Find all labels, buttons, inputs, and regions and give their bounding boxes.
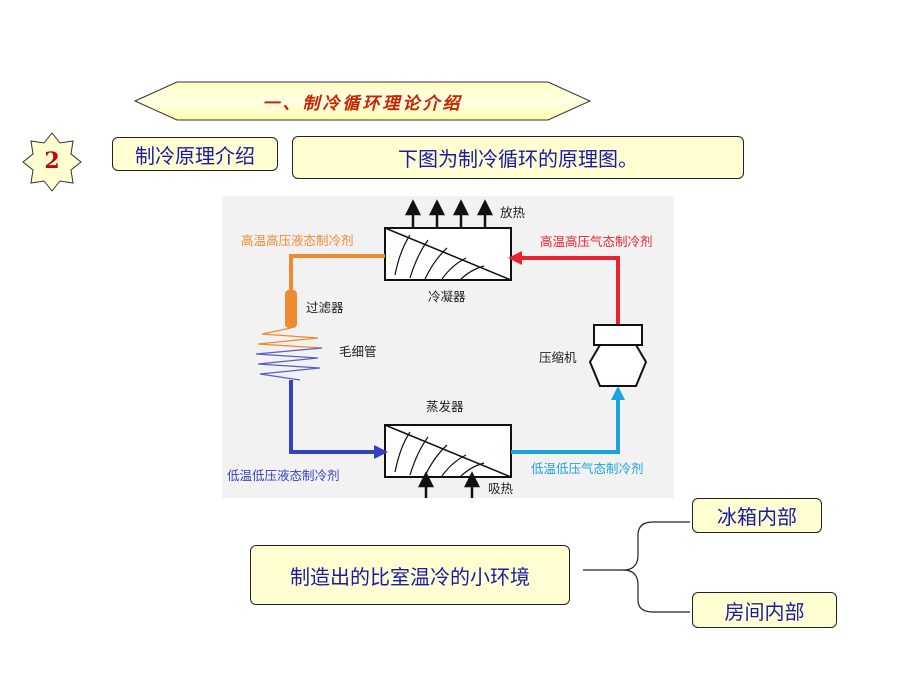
compressor-label: 压缩机 — [539, 350, 577, 365]
badge-shape — [22, 132, 82, 192]
cold-liquid-pipe — [289, 380, 376, 454]
heat-release-label: 放热 — [500, 205, 526, 220]
hot-liquid-pipe — [289, 254, 385, 292]
section-label-box: 制冷原理介绍 — [112, 137, 278, 171]
compressor-unit — [588, 324, 648, 387]
cold-environment-box: 制造出的比室温冷的小环境 — [250, 545, 570, 605]
branch-fridge-box: 冰箱内部 — [692, 498, 822, 533]
hp-gas-label: 高温高压气态制冷剂 — [540, 234, 653, 249]
banner-title: 一、制冷循环理论介绍 — [262, 93, 463, 114]
hot-gas-pipe — [520, 256, 620, 325]
evaporator-label: 蒸发器 — [426, 399, 464, 414]
filter-label: 过滤器 — [306, 300, 344, 315]
lp-gas-label: 低温低压气态制冷剂 — [531, 461, 644, 476]
condenser-unit — [384, 227, 512, 281]
lp-liquid-label: 低温低压液态制冷剂 — [227, 468, 340, 483]
intro-text-box: 下图为制冷循环的原理图。 — [292, 136, 744, 179]
branch-room-box: 房间内部 — [692, 592, 837, 628]
heat-absorb-arrows — [417, 471, 481, 498]
filter-body — [285, 290, 297, 328]
hp-liquid-label: 高温高压液态制冷剂 — [241, 233, 354, 248]
capillary-label: 毛细管 — [339, 344, 377, 359]
heat-release-arrows — [404, 199, 494, 228]
heat-absorb-label: 吸热 — [488, 481, 514, 496]
section-number-badge: 2 — [44, 148, 60, 174]
capillary-coil — [255, 327, 323, 381]
condenser-label: 冷凝器 — [428, 289, 466, 304]
cold-gas-pipe — [511, 398, 620, 454]
